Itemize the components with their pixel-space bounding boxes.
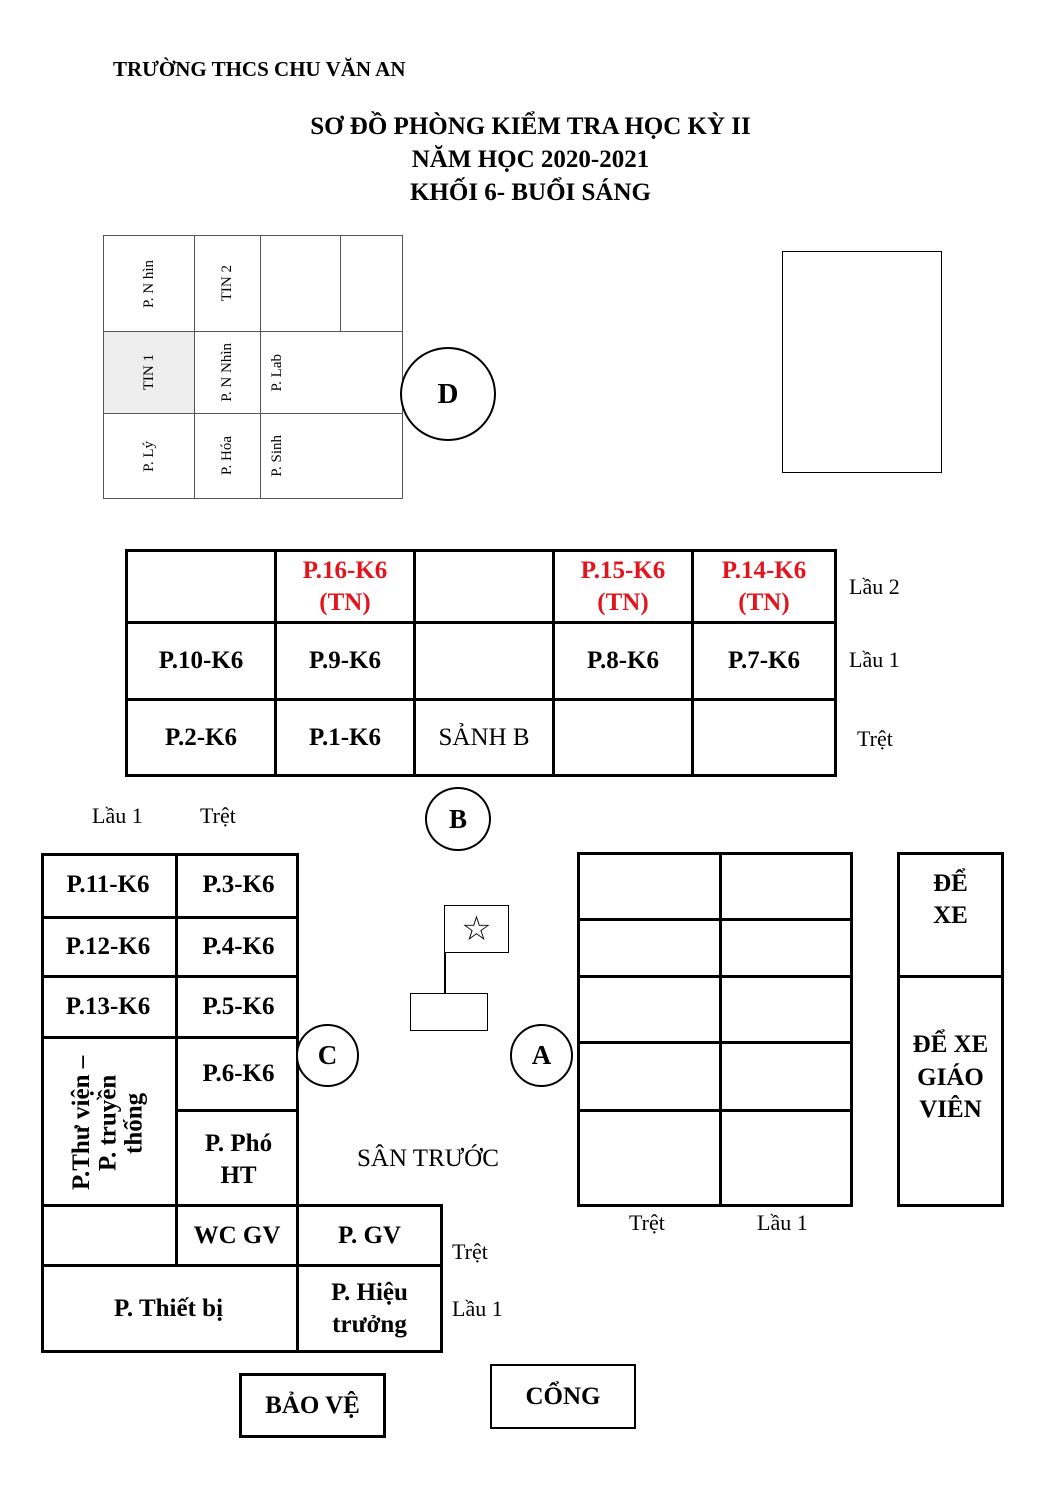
room-thu-vien: P.Thư viện – P. truyền thống [67, 1055, 148, 1191]
marker-b: B [425, 787, 491, 851]
school-name: TRƯỜNG THCS CHU VĂN AN [113, 57, 406, 81]
room-p9-k6: P.9-K6 [309, 647, 381, 675]
room-b-empty-t1 [555, 701, 691, 774]
room-p3-k6: P.3-K6 [202, 870, 275, 898]
room-b-empty-l2-1 [128, 552, 274, 621]
col-label-a-tret: Trệt [629, 1210, 665, 1235]
room-p-gv: P. GV [338, 1221, 401, 1249]
block-c: P.11-K6 P.3-K6 P.12-K6 P.4-K6 P.13-K6 P.… [41, 853, 443, 1353]
room-p1-k6: P.1-K6 [309, 723, 381, 751]
floor-label-lau1: Lầu 1 [849, 647, 900, 672]
san-truoc-label: SÂN TRƯỚC [357, 1145, 499, 1172]
room-p4-k6: P.4-K6 [202, 933, 275, 961]
page-title-line3: KHỐI 6- BUỔI SÁNG [409, 179, 651, 206]
stage [410, 993, 488, 1031]
room-hieu-truong: P. Hiệu trưởng [331, 1279, 408, 1338]
flag-icon: ☆ [444, 905, 509, 953]
room-p-ly: P. Lý [103, 413, 195, 499]
room-b-empty-t2 [694, 701, 834, 774]
parking-de-xe: ĐỂ XE [933, 869, 968, 930]
room-p-sinh: P. Sinh [260, 413, 403, 499]
room-p13-k6: P.13-K6 [65, 993, 151, 1021]
room-p-hoa: P. Hóa [194, 413, 261, 499]
page-title-line1: SƠ ĐỒ PHÒNG KIỂM TRA HỌC KỲ II [310, 113, 751, 140]
room-p7-k6: P.7-K6 [728, 647, 800, 675]
room-p2-k6: P.2-K6 [165, 723, 237, 751]
building-empty-top-right [782, 251, 942, 473]
block-b: P.16-K6 (TN) P.15-K6 (TN) P.14-K6 (TN) P… [125, 549, 837, 777]
room-p5-k6: P.5-K6 [202, 993, 275, 1021]
room-p-n-nhin: P. N Nhìn [194, 331, 261, 414]
room-p6-k6: P.6-K6 [202, 1060, 275, 1088]
room-p10-k6: P.10-K6 [158, 647, 244, 675]
room-p15-k6: P.15-K6 (TN) [580, 557, 666, 616]
room-c-empty-lower [41, 1207, 175, 1264]
block-a [577, 852, 853, 1207]
marker-d: D [400, 347, 496, 441]
room-p14-k6: P.14-K6 (TN) [721, 557, 807, 616]
room-empty-d2 [340, 235, 403, 332]
room-thiet-bi: P. Thiết bị [113, 1294, 224, 1322]
col-label-tret: Trệt [200, 803, 236, 828]
floor-label-c-lau1: Lầu 1 [452, 1296, 503, 1321]
page-title-line2: NĂM HỌC 2020-2021 [411, 146, 650, 173]
room-p16-k6: P.16-K6 (TN) [302, 557, 388, 616]
col-label-a-lau1: Lầu 1 [757, 1210, 808, 1235]
flag-pole [444, 952, 446, 994]
sanh-b: SẢNH B [438, 723, 530, 751]
room-b-empty-l1 [416, 624, 552, 698]
marker-a: A [510, 1024, 573, 1087]
parking-block: ĐỂ XE ĐỂ XE GIÁO VIÊN [897, 852, 1004, 1207]
room-wc-gv: WC GV [193, 1221, 281, 1249]
room-b-empty-l2-2 [416, 552, 552, 621]
room-p8-k6: P.8-K6 [587, 647, 659, 675]
room-p12-k6: P.12-K6 [65, 933, 151, 961]
floor-label-c-tret: Trệt [452, 1239, 488, 1264]
bao-ve: BẢO VỆ [239, 1373, 386, 1438]
block-d: P. N hìn TIN 2 TIN 1 P. N Nhìn P. Lab P.… [103, 235, 403, 499]
room-p-lab: P. Lab [260, 331, 403, 414]
room-p-nhin-top: P. N hìn [103, 235, 195, 332]
room-tin-2: TIN 2 [194, 235, 261, 332]
col-label-lau1: Lầu 1 [92, 803, 143, 828]
room-tin-1: TIN 1 [103, 331, 195, 414]
room-p11-k6: P.11-K6 [66, 870, 150, 898]
floor-label-lau2: Lầu 2 [849, 574, 900, 599]
room-pho-ht: P. Phó HT [204, 1130, 273, 1189]
marker-c: C [296, 1024, 359, 1087]
cong: CỔNG [490, 1364, 636, 1429]
parking-de-xe-giao-vien: ĐỂ XE GIÁO VIÊN [912, 1031, 989, 1124]
room-empty-d1 [260, 235, 341, 332]
floor-label-tret: Trệt [857, 726, 893, 751]
